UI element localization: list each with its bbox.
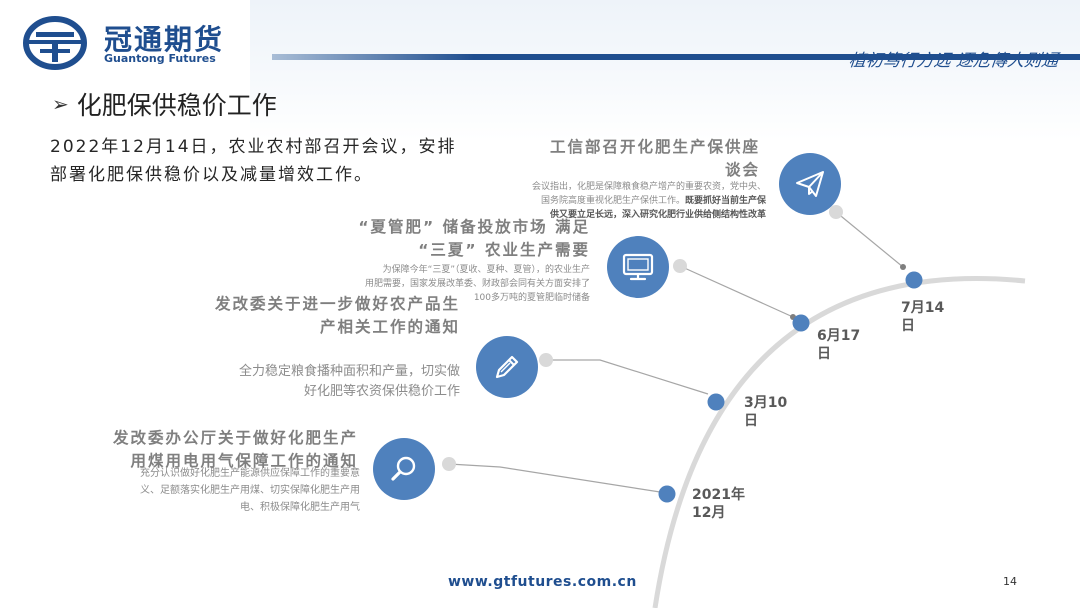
- connector-4: [448, 463, 661, 493]
- event-desc-2-line-1: 为保障今年“三夏”（夏收、夏种、夏管），的农业生产: [382, 265, 590, 275]
- event-desc-1-line-3: 供又要立足长远，深入研究化肥行业供给侧结构性改革: [549, 210, 766, 220]
- connector-end-1: [900, 264, 906, 270]
- magnifier-icon: [373, 438, 435, 500]
- event-desc-3-line-2: 好化肥等农资保供稳价工作: [303, 384, 460, 399]
- event-title-1-line-1: 工信部召开化肥生产保供座: [549, 138, 760, 156]
- event-desc-1: 会议指出，化肥是保障粮食稳产增产的重要农资，党中央、 国务院高度重视化肥生产保供…: [470, 180, 766, 222]
- monitor-icon: [607, 236, 669, 298]
- event-title-3-line-2: 产相关工作的通知: [319, 318, 460, 336]
- event-desc-3: 全力稳定粮食播种面积和产量，切实做 好化肥等农资保供稳价工作: [170, 362, 460, 402]
- event-desc-4-line-3: 电、积极保障化肥生产用气: [240, 502, 360, 513]
- timeline-marker-dec2021: [658, 485, 676, 503]
- date-label-mar10: 3月10日: [744, 395, 788, 429]
- event-desc-1-line-2: 国务院高度重视化肥生产保供工作。既要抓好当前生产保: [470, 194, 766, 208]
- event-title-3-line-1: 发改委关于进一步做好农产品生: [214, 295, 460, 313]
- timeline-marker-mar10: [707, 393, 725, 411]
- header-background: [250, 0, 1080, 140]
- connector-3: [546, 359, 709, 395]
- event-title-2-line-1: “夏管肥” 储备投放市场 满足: [358, 218, 590, 236]
- slide-title-text: 化肥保供稳价工作: [76, 91, 277, 120]
- event-title-2: “夏管肥” 储备投放市场 满足 “三夏” 农业生产需要: [300, 216, 590, 262]
- event-title-2-line-2: “三夏” 农业生产需要: [418, 241, 590, 259]
- event-desc-2-line-2: 用肥需要，国家发展改革委、财政部会同有关方面安排了: [364, 279, 590, 289]
- connector-dot-2: [673, 259, 687, 273]
- footer-website-url: www.gtfutures.com.cn: [448, 574, 637, 590]
- event-title-1: 工信部召开化肥生产保供座 谈会: [490, 136, 760, 182]
- logo-english-name: Guantong Futures: [104, 52, 216, 65]
- event-title-1-line-2: 谈会: [724, 161, 760, 179]
- event-desc-2-line-3: 100多万吨的夏管肥临时储备: [473, 293, 590, 303]
- event-desc-1-line-1: 会议指出，化肥是保障粮食稳产增产的重要农资，党中央、: [531, 182, 766, 192]
- logo-chinese-name: 冠通期货: [104, 23, 225, 56]
- intro-paragraph: 2022年12月14日，农业农村部召开会议，安排部署化肥保供稳价以及减量增效工作…: [50, 137, 457, 185]
- header-bar: [272, 54, 1080, 60]
- event-desc-1-line-2-text: 国务院高度重视化肥生产保供工作。: [540, 196, 685, 206]
- event-desc-4: 充分认识做好化肥生产能源供应保障工作的重要意 义、足额落实化肥生产用煤、切实保障…: [70, 465, 360, 516]
- pencil-icon: [476, 336, 538, 398]
- event-title-4-line-1: 发改委办公厅关于做好化肥生产: [112, 429, 358, 447]
- connector-dot-1: [829, 205, 843, 219]
- timeline-arc: [652, 276, 1026, 608]
- event-desc-3-line-1: 全力稳定粮食播种面积和产量，切实做: [238, 364, 460, 379]
- arrow-bullet-icon: ➢: [52, 92, 69, 116]
- event-desc-4-line-1: 充分认识做好化肥生产能源供应保障工作的重要意: [140, 468, 360, 479]
- slide-title: ➢ 化肥保供稳价工作: [52, 86, 277, 122]
- connector-2: [679, 265, 794, 318]
- event-title-3: 发改委关于进一步做好农产品生 产相关工作的通知: [170, 293, 460, 339]
- connector-dot-4: [442, 457, 456, 471]
- date-label-dec2021: 2021年12月: [692, 487, 745, 521]
- connector-dot-3: [539, 353, 553, 367]
- event-title-4: 发改委办公厅关于做好化肥生产 用煤用电用气保障工作的通知: [80, 427, 358, 473]
- paper-plane-icon: [779, 153, 841, 215]
- connector-1: [835, 211, 904, 268]
- date-label-jul14: 7月14日: [901, 300, 945, 334]
- event-desc-2: 为保障今年“三夏”（夏收、夏种、夏管），的农业生产 用肥需要，国家发展改革委、财…: [300, 263, 590, 305]
- event-desc-1-strong: 既要抓好当前生产保: [684, 196, 766, 206]
- timeline-marker-jun17: [792, 314, 810, 332]
- date-label-jun17: 6月17日: [817, 328, 861, 362]
- timeline-marker-jul14: [905, 271, 923, 289]
- company-logo-icon: [23, 16, 87, 70]
- page-number: 14: [1003, 575, 1017, 588]
- event-desc-4-line-2: 义、足额落实化肥生产用煤、切实保障化肥生产用: [140, 485, 360, 496]
- event-title-4-line-2: 用煤用电用气保障工作的通知: [130, 452, 358, 470]
